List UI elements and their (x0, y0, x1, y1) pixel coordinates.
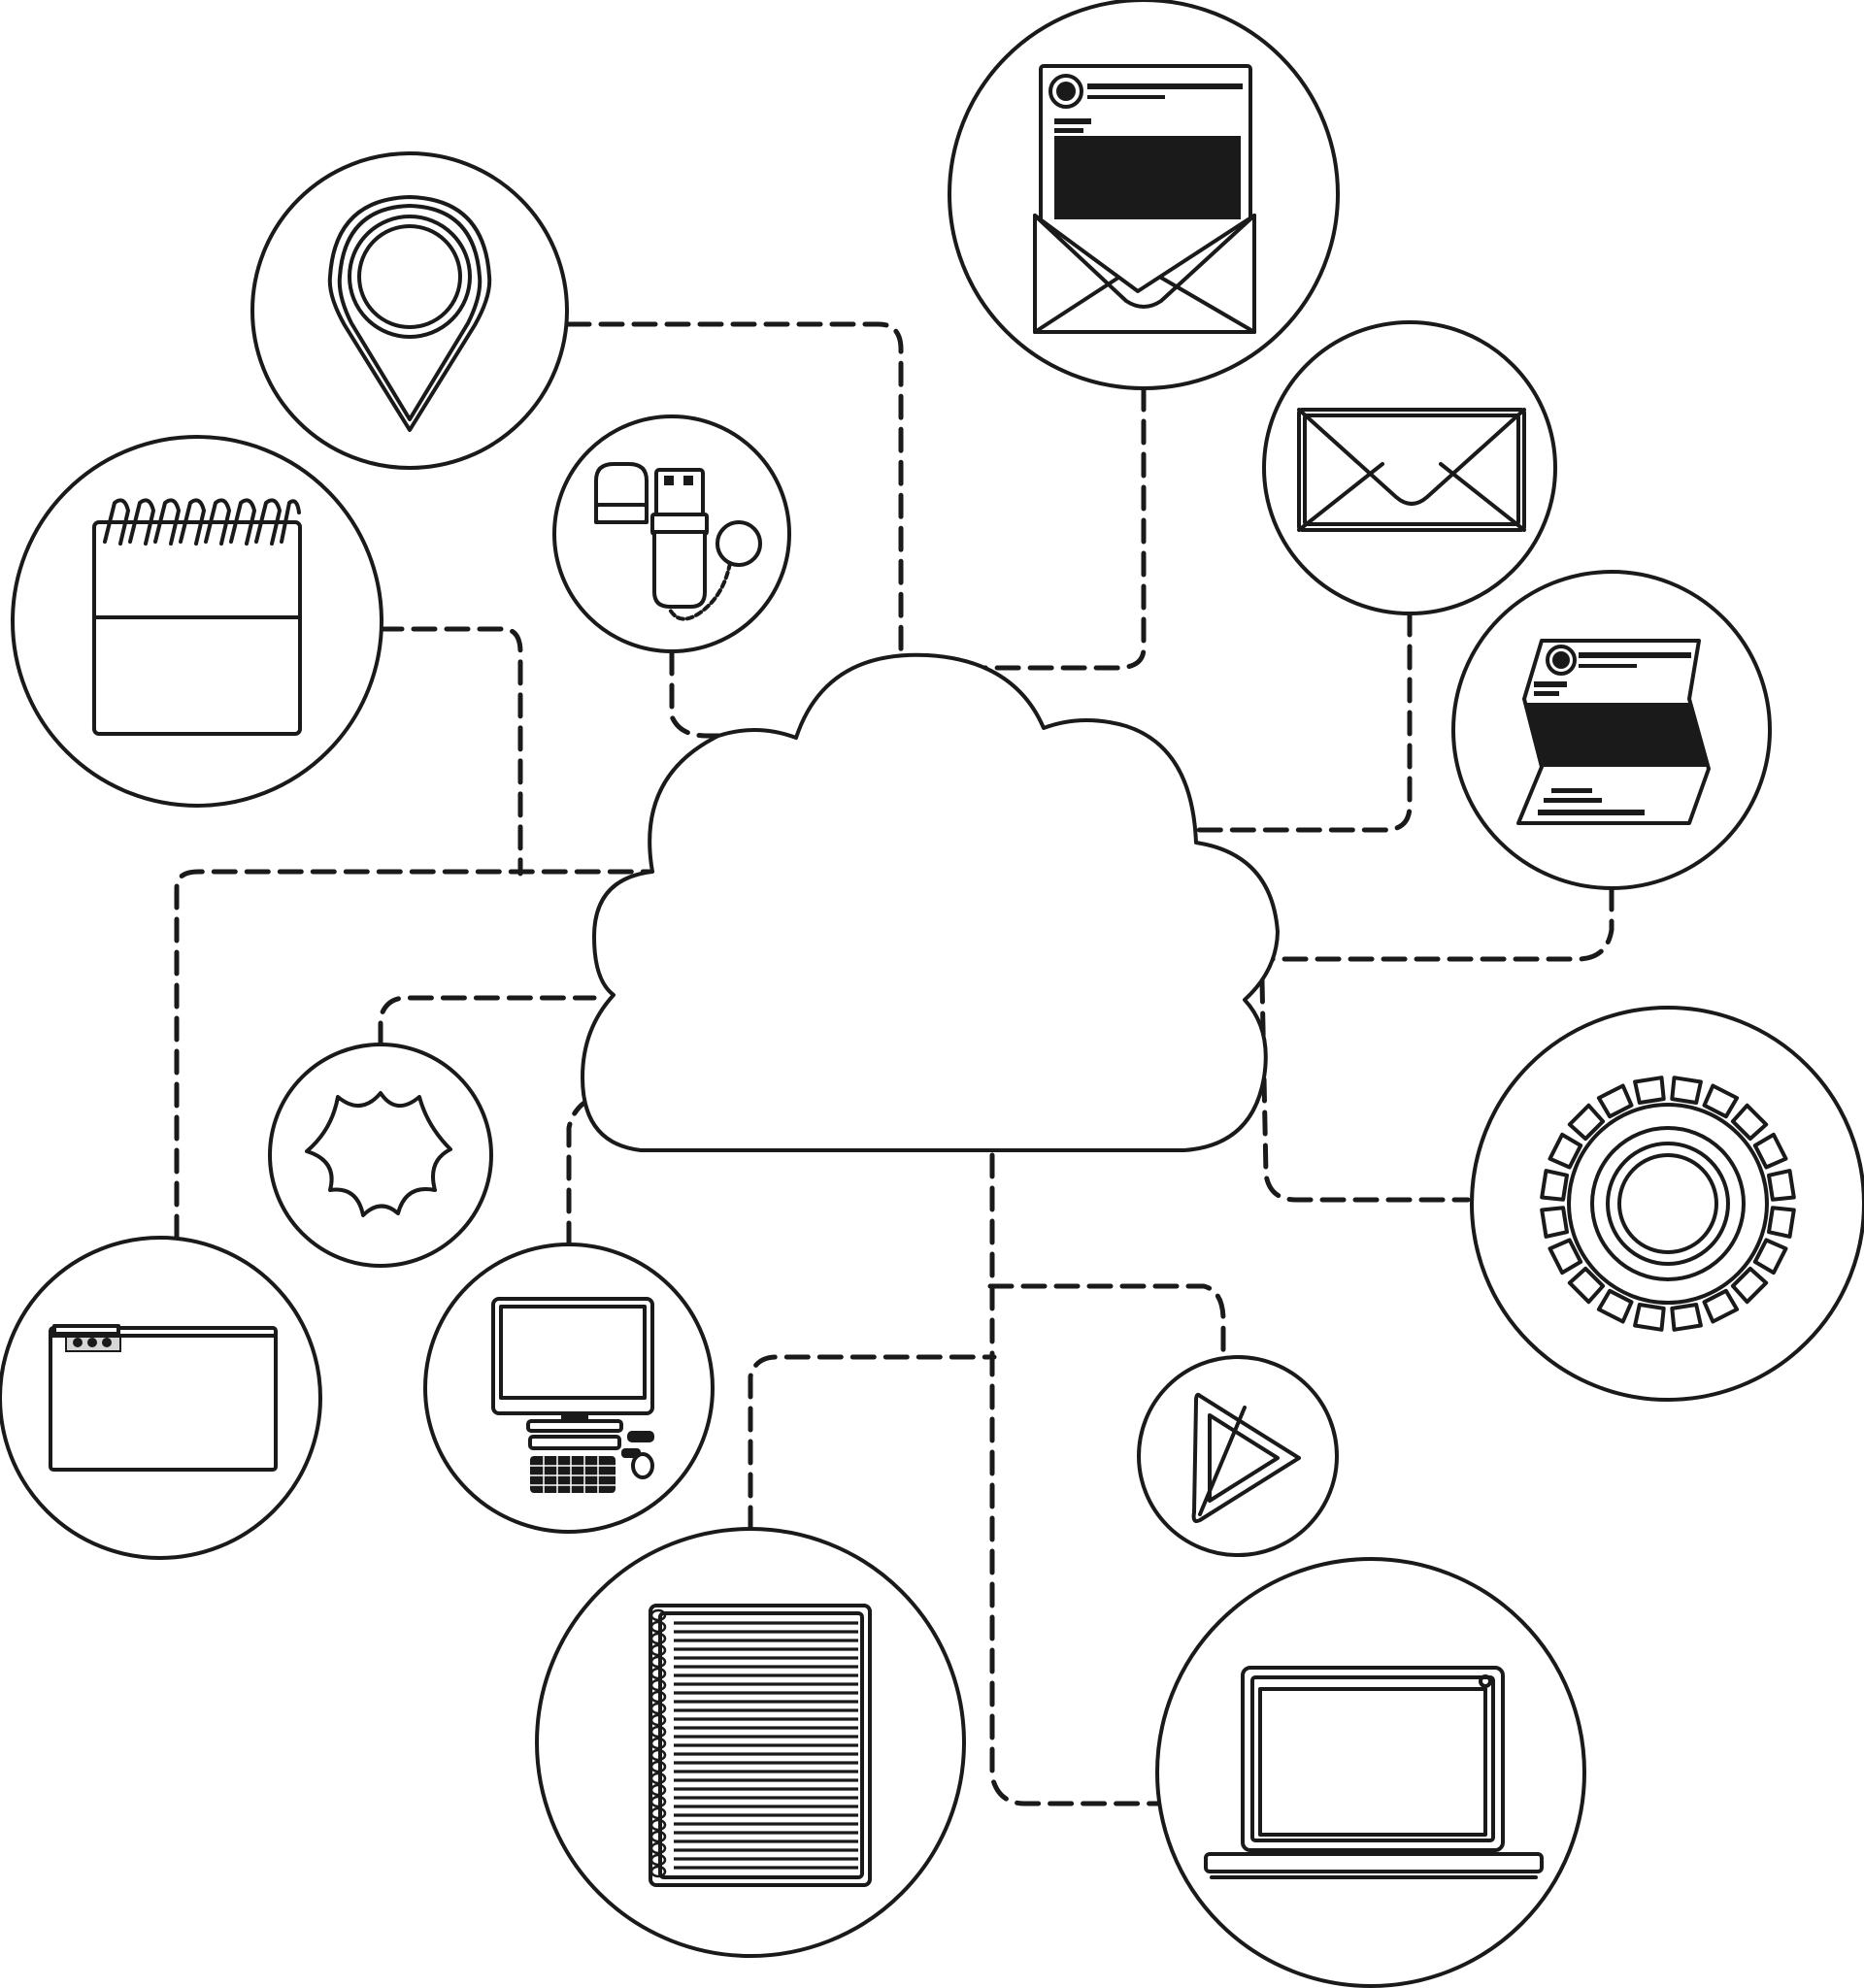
node-laptop (1155, 1557, 1586, 1988)
gear-tooth (1540, 1169, 1569, 1202)
notebook-spiral-ring (649, 1853, 667, 1867)
connector-folded-document (1269, 885, 1614, 962)
gear-tooth (1730, 1103, 1769, 1142)
notebook-spiral-ring (649, 1608, 667, 1622)
notebook-spiral-ring (649, 1841, 667, 1855)
gear-tooth (1730, 1266, 1769, 1305)
notebook-spiral-ring (649, 1643, 667, 1657)
folder-icon (49, 1324, 278, 1472)
gear-tooth (1670, 1076, 1703, 1105)
gear-tooth (1767, 1169, 1796, 1202)
envelope-icon (1297, 408, 1526, 532)
notebook-spiral-ring (649, 1725, 667, 1739)
notebook-spiral-ring (649, 1865, 667, 1878)
node-notepad (11, 435, 383, 808)
cloud-icon (581, 652, 1280, 1152)
notebook-spiral-ring (649, 1620, 667, 1634)
notebook-spiral-ring (649, 1690, 667, 1704)
node-desktop-computer (423, 1242, 715, 1534)
gear-tooth (1596, 1083, 1634, 1119)
node-folded-document (1451, 570, 1772, 890)
connector-email-document (929, 385, 1147, 671)
connector-spiral-notebook (748, 1354, 997, 1532)
gear-tooth (1702, 1288, 1740, 1324)
laptop-icon (1204, 1666, 1544, 1879)
gear-tooth (1548, 1238, 1583, 1276)
notebook-spiral-ring (649, 1713, 667, 1727)
gear-tooth (1567, 1266, 1606, 1305)
star-icon (305, 1091, 452, 1217)
gear-tooth (1540, 1206, 1569, 1239)
map-pin-icon (327, 195, 492, 432)
desktop-computer-icon (491, 1297, 654, 1493)
notebook-spiral-ring (649, 1702, 667, 1715)
notebook-spiral-ring (649, 1760, 667, 1773)
notebook-spiral-ring (649, 1748, 667, 1762)
email-document-icon (1033, 64, 1256, 334)
notebook-spiral-ring (649, 1783, 667, 1797)
node-usb-drive (552, 414, 791, 653)
gear-tooth (1633, 1076, 1666, 1105)
gear-tooth (1567, 1103, 1606, 1142)
gear-tooth (1633, 1303, 1666, 1332)
connector-map-pin (565, 321, 904, 663)
connector-notepad (378, 626, 523, 877)
notebook-spiral-ring (649, 1795, 667, 1808)
node-spiral-notebook (535, 1527, 966, 1958)
gear-tooth (1548, 1132, 1583, 1170)
notepad-icon (92, 498, 302, 736)
notebook-spiral-ring (649, 1830, 667, 1843)
node-map-pin (250, 151, 569, 470)
play-icon (1191, 1392, 1301, 1523)
connector-usb-drive (669, 649, 791, 739)
gear-icon (1540, 1076, 1796, 1332)
node-play (1137, 1355, 1339, 1557)
notebook-spiral-ring (649, 1737, 667, 1750)
notebook-spiral-ring (649, 1806, 667, 1820)
gear-tooth (1670, 1303, 1703, 1332)
node-folder (0, 1236, 322, 1560)
node-star (268, 1043, 493, 1268)
connector-folder (174, 869, 655, 1241)
gear-tooth (1752, 1132, 1788, 1170)
connector-play (987, 1283, 1226, 1357)
node-email-document (948, 0, 1340, 390)
gear-tooth (1702, 1083, 1740, 1119)
node-envelope (1262, 320, 1557, 615)
gear-tooth (1752, 1238, 1788, 1276)
node-gear (1470, 1006, 1864, 1402)
connector-desktop-computer (566, 1096, 593, 1247)
gear-tooth (1596, 1288, 1634, 1324)
notebook-spiral-ring (649, 1678, 667, 1692)
notebook-spiral-ring (649, 1667, 667, 1680)
notebook-spiral-ring (649, 1818, 667, 1832)
folded-document-icon (1516, 639, 1711, 825)
notebook-spiral-ring (649, 1655, 667, 1669)
notebook-spiral-ring (649, 1632, 667, 1645)
connector-gear (1259, 977, 1471, 1203)
connector-laptop (989, 1152, 1163, 1806)
notebook-spiral-ring (649, 1772, 667, 1785)
connector-envelope (1193, 611, 1413, 833)
connector-star (378, 995, 597, 1047)
spiral-notebook-icon (649, 1604, 872, 1887)
usb-drive-icon (594, 462, 762, 621)
connectors (174, 321, 1614, 1806)
gear-tooth (1767, 1206, 1796, 1239)
